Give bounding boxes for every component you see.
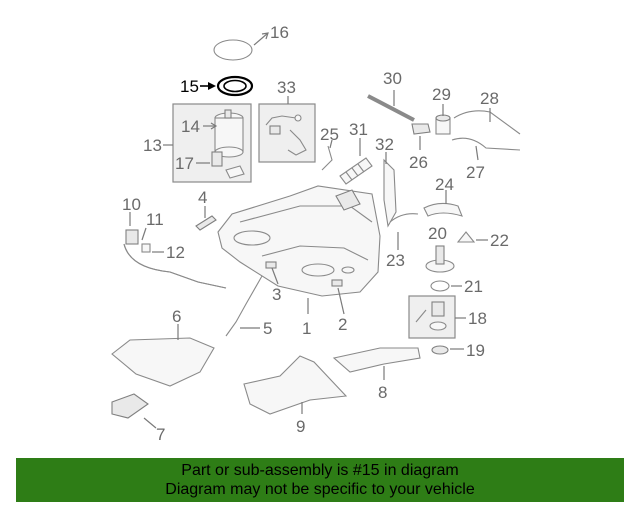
box-33	[258, 103, 316, 163]
part-32-shield	[383, 158, 397, 228]
part-5-strap	[225, 275, 263, 337]
callout-11[interactable]: 11	[146, 210, 164, 229]
callout-2[interactable]: 2	[338, 315, 347, 334]
callout-9[interactable]: 9	[296, 417, 305, 436]
callout-8[interactable]: 8	[378, 383, 387, 402]
callout-16[interactable]: 16	[270, 23, 289, 42]
callout-5[interactable]: 5	[263, 319, 272, 338]
callout-10[interactable]: 10	[122, 195, 141, 214]
part-19-nut	[431, 345, 449, 355]
callout-21[interactable]: 21	[464, 277, 483, 296]
part-10-filler-pipe	[123, 229, 227, 289]
part-28-pipe	[453, 110, 521, 135]
leader-3	[271, 267, 279, 285]
part-16-gasket	[213, 39, 253, 61]
part-25-clip	[321, 145, 333, 171]
leader-16	[253, 32, 269, 46]
leader-27	[475, 145, 479, 161]
callout-14[interactable]: 14	[181, 117, 200, 136]
callout-26[interactable]: 26	[409, 153, 428, 172]
part-14-fuel-pump-module	[214, 109, 244, 158]
part-4-pad	[195, 215, 217, 231]
callout-13[interactable]: 13	[143, 136, 162, 155]
callout-33[interactable]: 33	[277, 78, 296, 97]
arrow-16	[261, 32, 269, 40]
callout-19[interactable]: 19	[466, 341, 485, 360]
fitment-notice-banner: Part or sub-assembly is #15 in diagram D…	[16, 458, 624, 502]
callout-23[interactable]: 23	[386, 251, 405, 270]
part-29-cap	[435, 114, 451, 135]
part-21-ring	[430, 280, 450, 292]
callout-28[interactable]: 28	[480, 89, 499, 108]
leader-25	[329, 139, 333, 149]
part-6-protector	[111, 337, 215, 387]
callout-17[interactable]: 17	[175, 154, 194, 173]
callout-4[interactable]: 4	[198, 188, 207, 207]
callout-15[interactable]: 15	[180, 77, 199, 96]
part-1-fuel-tank	[217, 185, 381, 297]
callout-20[interactable]: 20	[428, 224, 447, 243]
callout-24[interactable]: 24	[435, 175, 454, 194]
part-23-pipe	[389, 213, 419, 223]
part-30-rod	[367, 94, 415, 122]
fuel-system-exploded-view: 16 15 13 14 17 33 30 29 28 27 26 25 31 3…	[111, 23, 521, 444]
part-15-seal-ring	[216, 75, 254, 97]
part-8-heat-shield	[332, 347, 421, 373]
callout-labels: 16 15 13 14 17 33 30 29 28 27 26 25 31 3…	[122, 23, 509, 444]
part-33-harness-kit	[265, 114, 307, 156]
part-7-bracket	[111, 393, 149, 419]
callout-32[interactable]: 32	[375, 135, 394, 154]
part-9-cover	[243, 355, 348, 415]
notice-disclaimer: Diagram may not be specific to your vehi…	[165, 481, 475, 498]
part-20-pump-plate	[425, 245, 455, 273]
callout-30[interactable]: 30	[383, 69, 402, 88]
callout-6[interactable]: 6	[172, 307, 181, 326]
leader-7	[143, 417, 157, 429]
notice-part-number: Part or sub-assembly is #15 in diagram	[181, 462, 459, 479]
callout-7[interactable]: 7	[156, 425, 165, 444]
part-22-cap	[456, 231, 476, 243]
part-24-hose	[423, 202, 463, 217]
callout-12[interactable]: 12	[166, 243, 185, 262]
arrow-15	[208, 82, 216, 90]
part-18-gauge-unit	[415, 301, 447, 331]
callout-27[interactable]: 27	[466, 163, 485, 182]
callout-29[interactable]: 29	[432, 85, 451, 104]
parts-diagram: 16 15 13 14 17 33 30 29 28 27 26 25 31 3…	[111, 23, 521, 444]
callout-25[interactable]: 25	[320, 125, 339, 144]
part-17-sender	[211, 151, 245, 179]
arrow-14	[210, 122, 218, 130]
part-31-hose	[339, 157, 373, 185]
callout-1[interactable]: 1	[302, 319, 311, 338]
callout-22[interactable]: 22	[490, 231, 509, 250]
callout-31[interactable]: 31	[349, 120, 368, 139]
part-26-bracket	[411, 123, 431, 135]
leader-2	[337, 287, 345, 315]
callout-18[interactable]: 18	[468, 309, 487, 328]
callout-3[interactable]: 3	[272, 285, 281, 304]
part-27-pipe	[451, 137, 521, 151]
leader-11	[141, 227, 147, 241]
